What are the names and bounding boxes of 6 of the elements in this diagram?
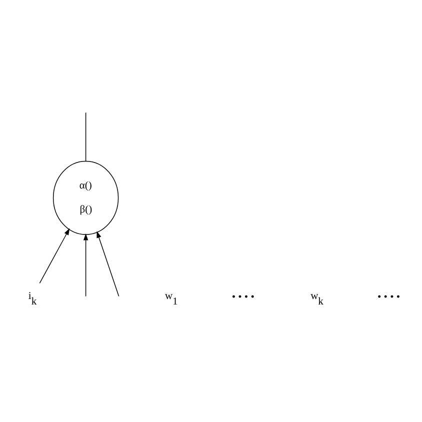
connector — [85, 112, 86, 162]
arrow — [39, 228, 70, 284]
label: • • • • — [232, 291, 254, 302]
arrow — [96, 230, 120, 296]
label: • • • • — [378, 291, 400, 302]
arrow — [83, 233, 88, 296]
